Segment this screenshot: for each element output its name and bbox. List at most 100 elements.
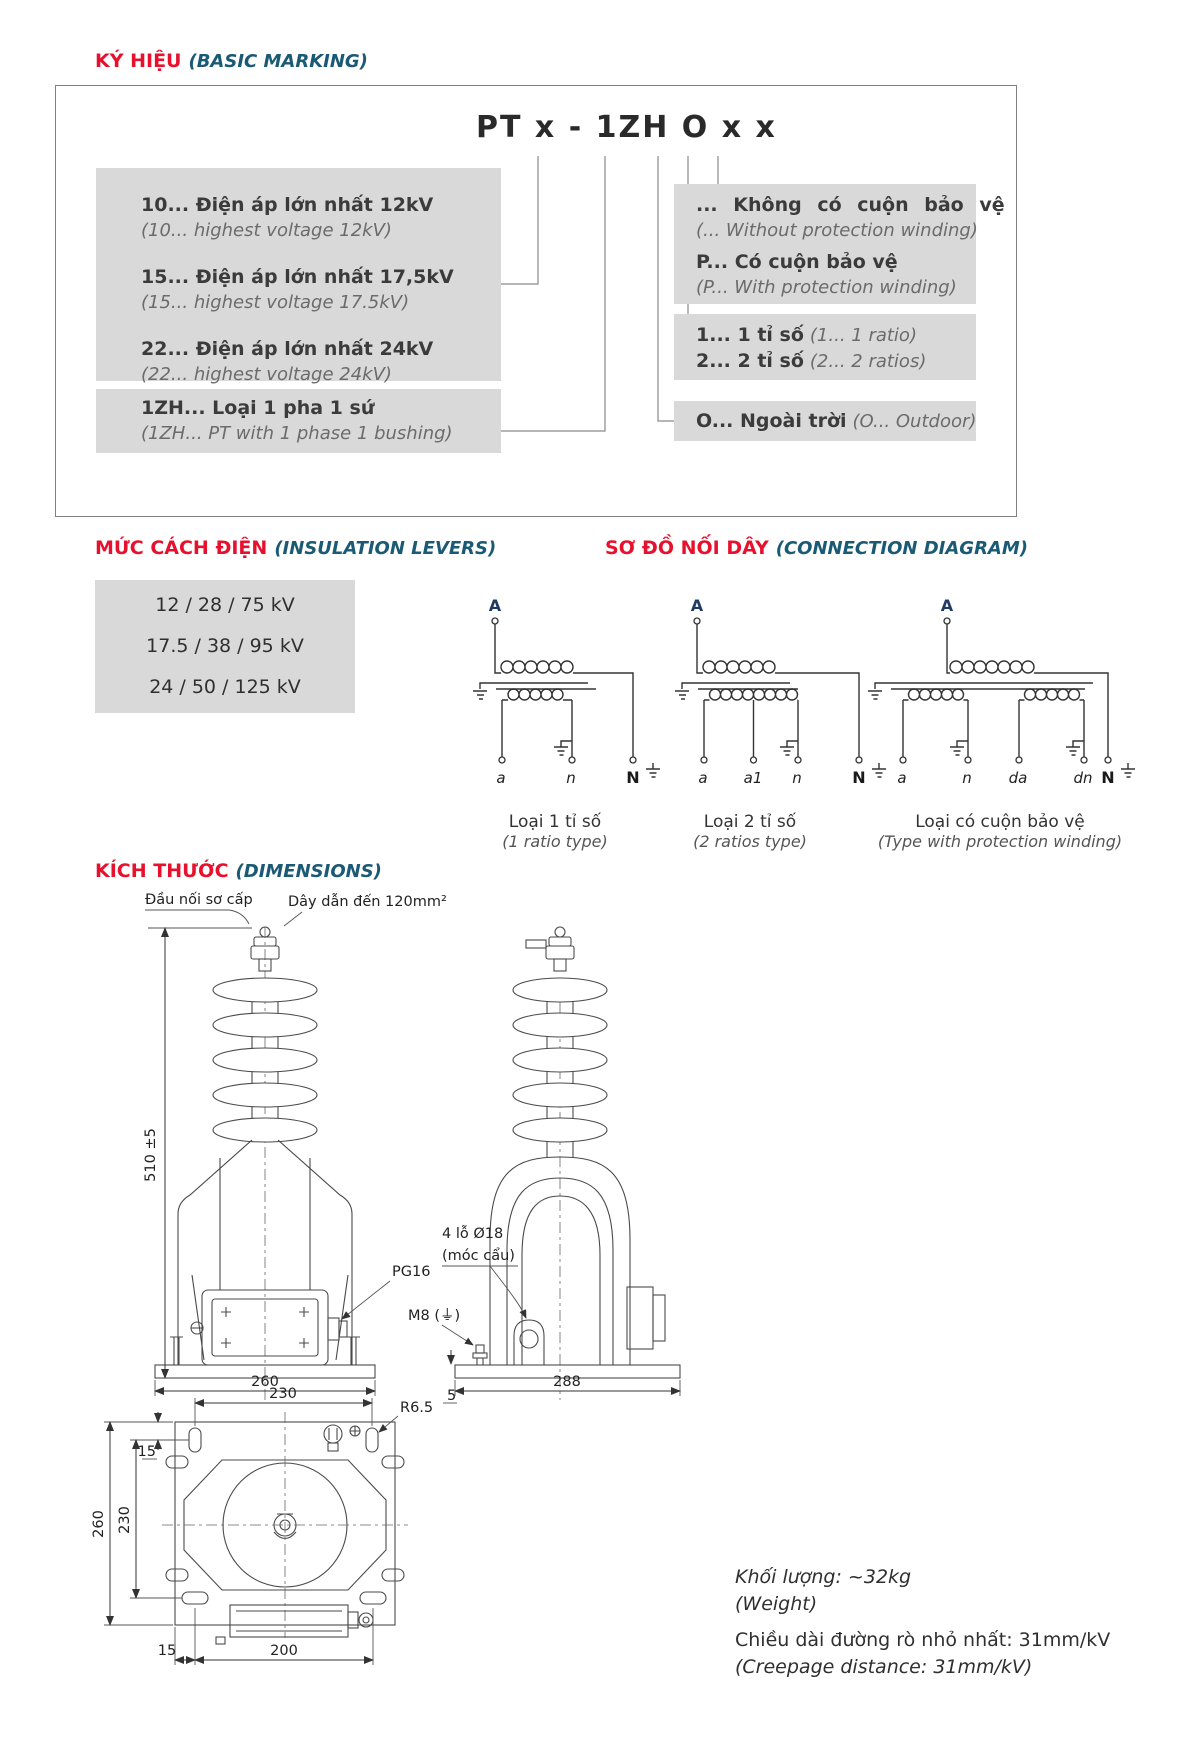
protection-options-box: ... Không có cuộn bảo vệ (... Without pr… (674, 184, 1005, 304)
caption-2-ratios-vi: Loại 2 tỉ số (703, 812, 797, 832)
option-noprotection-en: (... Without protection winding) (696, 220, 978, 241)
heading-basic-marking-en: (BASIC MARKING) (188, 51, 368, 72)
plan-mounting-slots (165, 1427, 405, 1605)
front-base-plate (154, 1364, 376, 1379)
option-ratio1-en: (1... 1 ratio) (809, 325, 917, 346)
option-ratio1: 1... 1 tỉ số(1... 1 ratio) (696, 322, 976, 348)
caption-protection: Loại có cuộn bảo vệ (Type with protectio… (860, 812, 1140, 851)
insulation-level-1: 12 / 28 / 75 kV (155, 594, 295, 616)
caption-1-ratio-vi: Loại 1 tỉ số (508, 812, 602, 832)
creepage-note-vi: Chiều dài đường rò nhỏ nhất: 31mm/kV (735, 1629, 1111, 1651)
side-width-dim: 288 (553, 1374, 581, 1390)
primary-terminal-label: Đầu nối sơ cấp (145, 891, 253, 908)
d2-primary-terminal-label: A (691, 596, 704, 615)
type-code-title: PT x - 1ZH O x x (476, 110, 777, 145)
earth-bolt (472, 1344, 488, 1365)
insulation-levels-box: 12 / 28 / 75 kV 17.5 / 38 / 95 kV 24 / 5… (95, 580, 355, 713)
creepage-note-en: (Creepage distance: 31mm/kV) (735, 1656, 1033, 1678)
option-voltage-12kv: 10... Điện áp lớn nhất 12kV (10... highe… (141, 192, 501, 243)
heading-connection: SƠ ĐỒ NỐI DÂY(CONNECTION DIAGRAM) (605, 535, 1028, 561)
front-insulator (212, 977, 318, 1143)
d2-terminal-a: a (698, 769, 707, 787)
plan-centerlines (162, 1412, 408, 1638)
d2-terminal-N: N (852, 768, 865, 787)
lifting-lug (513, 1319, 545, 1365)
d1-terminal-n: n (566, 769, 576, 787)
option-ratio2-en: (2... 2 ratios) (809, 351, 927, 372)
d3-terminal-a: a (897, 769, 906, 787)
plan-offset-bottom-dim: 15 (158, 1643, 176, 1659)
diagram-3-protection: A a n da dn N (868, 596, 1135, 787)
option-ratio2-vi: 2... 2 tỉ số (696, 350, 804, 372)
side-view: 4 lỗ Ø18 (móc cẩu) M8 (⏚) 5 288 (408, 926, 681, 1404)
option-voltage-12kv-en: (10... highest voltage 12kV) (141, 220, 392, 241)
diagram-1-ratio: A a n N (473, 596, 660, 787)
heading-basic-marking: KÝ HIỆU (BASIC MARKING) (95, 48, 368, 74)
d1-primary-terminal-label: A (489, 596, 502, 615)
side-primary-clamp (525, 926, 575, 972)
plan-height-inner-dim: 230 (117, 1506, 133, 1534)
heading-insulation-en: (INSULATION LEVERS) (274, 538, 497, 559)
heading-dimensions: KÍCH THƯỚC(DIMENSIONS) (95, 858, 382, 884)
plan-height-outer-dim: 260 (91, 1510, 107, 1538)
plan-width-top-dim: 230 (269, 1386, 297, 1402)
lifting-holes-label-2: (móc cẩu) (442, 1247, 515, 1264)
option-voltage-24kv-vi: 22... Điện áp lớn nhất 24kV (141, 338, 434, 360)
option-noprotection-vi: ... Không có cuộn bảo vệ (696, 194, 1005, 216)
heading-insulation: MỨC CÁCH ĐIỆN (INSULATION LEVERS) (95, 535, 496, 561)
earth-bolt-label: M8 (⏚) (408, 1307, 460, 1324)
type-option-box: 1ZH... Loại 1 pha 1 sứ (1ZH... PT with 1… (96, 389, 501, 453)
option-voltage-24kv: 22... Điện áp lớn nhất 24kV (22... highe… (141, 336, 501, 387)
option-protection-en: (P... With protection winding) (696, 277, 957, 298)
notes-block: Khối lượng: ~32kg (Weight) Chiều dài đườ… (735, 1564, 1110, 1681)
gland-label: PG16 (392, 1264, 430, 1280)
option-voltage-17kv: 15... Điện áp lớn nhất 17,5kV (15... hig… (141, 264, 501, 315)
weight-note-en: (Weight) (735, 1593, 818, 1615)
front-body (177, 1139, 353, 1365)
caption-1-ratio: Loại 1 tỉ số (1 ratio type) (445, 812, 665, 851)
d3-primary-terminal-label: A (941, 596, 954, 615)
option-voltage-17kv-en: (15... highest voltage 17.5kV) (141, 292, 410, 313)
front-terminal-box (190, 1289, 348, 1366)
lifting-holes-label-1: 4 lỗ Ø18 (442, 1225, 503, 1242)
side-tank-body (489, 1156, 666, 1365)
option-protection-vi: P... Có cuộn bảo vệ (696, 251, 898, 273)
heading-insulation-vi: MỨC CÁCH ĐIỆN (95, 537, 268, 559)
weight-note-vi: Khối lượng: ~32kg (735, 1566, 912, 1588)
plan-view: 230 R6.5 260 230 15 15 200 (91, 1386, 433, 1665)
dimension-drawings: Đầu nối sơ cấp Dây dẫn đến 120mm² (91, 891, 681, 1665)
ratio-options-box: 1... 1 tỉ số(1... 1 ratio) 2... 2 tỉ số(… (674, 314, 976, 380)
option-ratio1-vi: 1... 1 tỉ số (696, 324, 804, 346)
heading-basic-marking-vi: KÝ HIỆU (95, 50, 182, 72)
front-view: Đầu nối sơ cấp Dây dẫn đến 120mm² (143, 891, 447, 1400)
front-width-dim: 260 (251, 1374, 279, 1390)
d1-terminal-N: N (626, 768, 639, 787)
d1-terminal-a: a (496, 769, 505, 787)
plan-terminal-box (215, 1604, 374, 1645)
plan-corner-radius-label: R6.5 (400, 1400, 433, 1416)
d3-terminal-dn: dn (1073, 769, 1092, 787)
d3-terminal-da: da (1009, 769, 1028, 787)
voltage-options-box: 10... Điện áp lớn nhất 12kV (10... highe… (96, 168, 501, 385)
heading-connection-vi: SƠ ĐỒ NỐI DÂY (605, 537, 769, 559)
front-primary-clamp (250, 926, 280, 972)
heading-dimensions-vi: KÍCH THƯỚC (95, 860, 229, 882)
option-outdoor-en: (O... Outdoor) (852, 411, 977, 432)
plan-width-bottom-dim: 200 (270, 1643, 298, 1659)
option-voltage-17kv-vi: 15... Điện áp lớn nhất 17,5kV (141, 266, 454, 288)
caption-protection-en: (Type with protection winding) (877, 832, 1123, 851)
caption-2-ratios-en: (2 ratios type) (693, 832, 807, 851)
conductor-label: Dây dẫn đến 120mm² (288, 893, 447, 910)
d3-terminal-N: N (1101, 768, 1114, 787)
caption-2-ratios: Loại 2 tỉ số (2 ratios type) (640, 812, 860, 851)
option-outdoor: O... Ngoài trời(O... Outdoor) (696, 408, 976, 434)
d3-terminal-n: n (962, 769, 972, 787)
side-insulator (512, 977, 608, 1157)
cable-gland (327, 1317, 340, 1341)
d2-terminal-n: n (792, 769, 802, 787)
plan-earth-screw (323, 1424, 361, 1452)
side-base-plate (454, 1364, 681, 1379)
insulation-level-3: 24 / 50 / 125 kV (149, 676, 301, 698)
option-outdoor-vi: O... Ngoài trời (696, 410, 847, 432)
plan-offset-top-dim: 15 (138, 1444, 156, 1460)
